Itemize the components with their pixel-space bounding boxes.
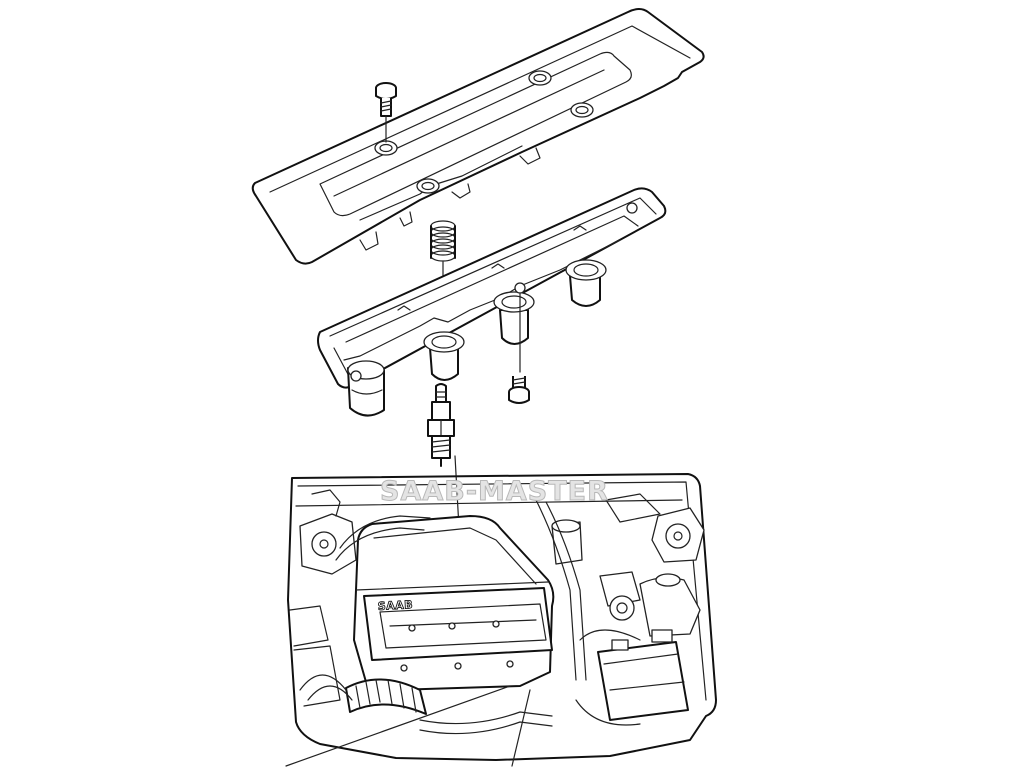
engine-badge: SAAB bbox=[377, 598, 413, 613]
cassette-bolt bbox=[508, 376, 530, 404]
watermark: SAAB-MASTER bbox=[380, 476, 609, 507]
ignition-cassette bbox=[317, 187, 667, 417]
cover-bolt bbox=[375, 82, 397, 143]
spark-plug bbox=[427, 383, 463, 583]
engine-bay: SAAB bbox=[285, 473, 717, 767]
